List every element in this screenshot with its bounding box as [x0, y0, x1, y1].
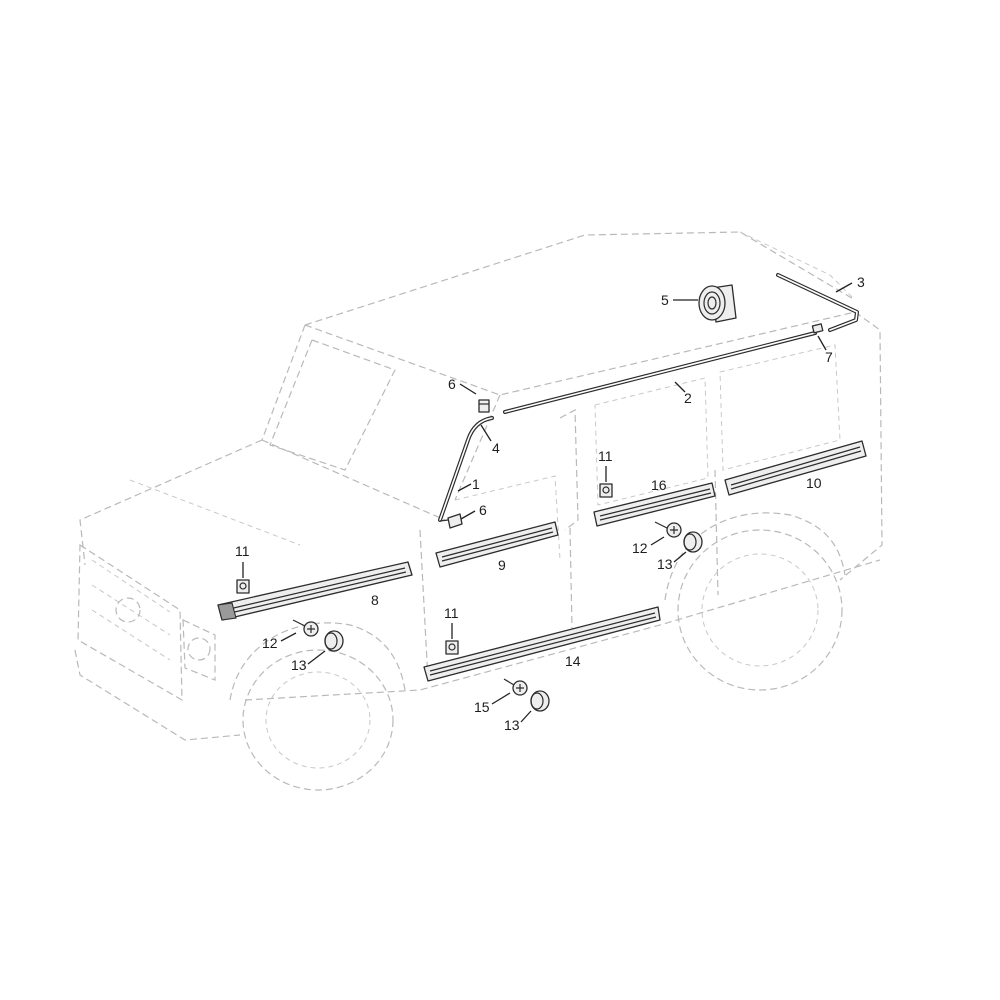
rear-rim: [701, 553, 819, 667]
leader-2: [674, 381, 686, 393]
b-pillar: [559, 409, 579, 531]
rear-roof-molding-inner: [777, 274, 858, 331]
leader-13b: [673, 551, 687, 563]
callout-6-upper: 6: [448, 376, 456, 392]
rear-door-molding-part: [593, 482, 716, 527]
callout-13-fender: 13: [291, 657, 307, 673]
leader-6b: [460, 510, 476, 520]
front-door-leading-edge: [419, 529, 429, 681]
hood-front: [79, 439, 263, 566]
callout-3: 3: [857, 274, 865, 290]
windshield-molding-inner: [439, 417, 493, 521]
callout-12-fender: 12: [262, 635, 278, 651]
front-door-window: [454, 475, 561, 561]
leader-lines: [242, 282, 853, 723]
grille-slats: [91, 559, 171, 661]
callout-labels: 1 2 3 4 5 6 6 7 8 9 10 11 11 11 12 12 13…: [235, 274, 865, 733]
callout-11-fender: 11: [235, 543, 250, 559]
rear-door-trailing-edge: [714, 469, 719, 596]
leader-13a: [307, 650, 326, 665]
hood-side: [261, 439, 446, 521]
lower-sill: [244, 559, 881, 701]
grille: [77, 543, 183, 702]
callout-14: 14: [565, 653, 581, 669]
clip-part-lower: [439, 513, 463, 529]
callout-4: 4: [492, 440, 500, 456]
b-post-top: [454, 394, 501, 501]
callout-11-rocker: 11: [444, 605, 459, 621]
clip-nut-part-b: [599, 483, 613, 498]
parts: [217, 273, 867, 712]
screw-part-a: [292, 619, 319, 637]
callout-13-rear-door: 13: [657, 556, 673, 572]
rear-quarter-molding-part: [724, 440, 867, 496]
front-rim: [265, 671, 371, 769]
screw-part-b: [654, 521, 682, 538]
roof-front-edge: [304, 231, 856, 326]
joint-piece-part: [811, 323, 824, 334]
rear-wheel-arch: [664, 512, 846, 601]
leader-7: [817, 335, 827, 351]
leader-13c: [520, 710, 532, 723]
callout-5: 5: [661, 292, 669, 308]
rear-quarter-window: [719, 344, 841, 471]
cap-part-c: [530, 690, 550, 712]
windshield: [269, 339, 396, 471]
a-pillar: [261, 324, 306, 441]
front-door-molding-part: [435, 521, 559, 568]
leader-12b: [650, 536, 665, 546]
callout-11-rear-door: 11: [598, 448, 613, 464]
emblem: [115, 597, 141, 623]
rear-body-edge: [839, 311, 883, 581]
leader-1: [457, 483, 472, 492]
leader-3: [835, 282, 853, 293]
callout-16: 16: [651, 477, 667, 493]
headlight-housing: [182, 619, 216, 681]
fender-molding-part: [217, 561, 413, 621]
headlight: [187, 637, 211, 661]
leader-12a: [280, 632, 297, 642]
leader-15: [491, 692, 511, 705]
roof-molding-inner: [504, 332, 816, 413]
screw-part-c: [503, 678, 528, 696]
cap-part-a: [324, 630, 344, 652]
clip-nut-part-a: [236, 579, 250, 594]
rocker-molding-part: [423, 606, 661, 682]
leader-6a: [459, 383, 477, 395]
leader-4: [480, 424, 492, 442]
callout-10: 10: [806, 475, 822, 491]
rear-roof-corner: [739, 231, 856, 301]
callout-15: 15: [474, 699, 490, 715]
front-door-trailing-edge: [569, 527, 573, 629]
callout-6-lower: 6: [479, 502, 487, 518]
tape-roll-part: [698, 284, 737, 323]
front-tire: [242, 649, 394, 791]
clip-part-upper: [478, 399, 490, 413]
rear-tire: [677, 529, 843, 691]
rear-roof-molding-part: [776, 273, 859, 332]
front-bumper: [74, 649, 241, 741]
cap-part-b: [683, 531, 703, 553]
callout-2: 2: [684, 390, 692, 406]
callout-1: 1: [472, 476, 480, 492]
roof-side-edge: [304, 311, 856, 396]
callout-12-rear-door: 12: [632, 540, 648, 556]
callout-13-rocker: 13: [504, 717, 520, 733]
front-wheel-arch: [229, 622, 406, 701]
callout-8: 8: [371, 592, 379, 608]
callout-7: 7: [825, 349, 833, 365]
clip-nut-part-c: [445, 640, 459, 655]
vehicle-outline: [74, 231, 883, 791]
callout-9: 9: [498, 557, 506, 573]
hood-crease: [129, 479, 301, 546]
rear-door-window: [594, 377, 709, 506]
